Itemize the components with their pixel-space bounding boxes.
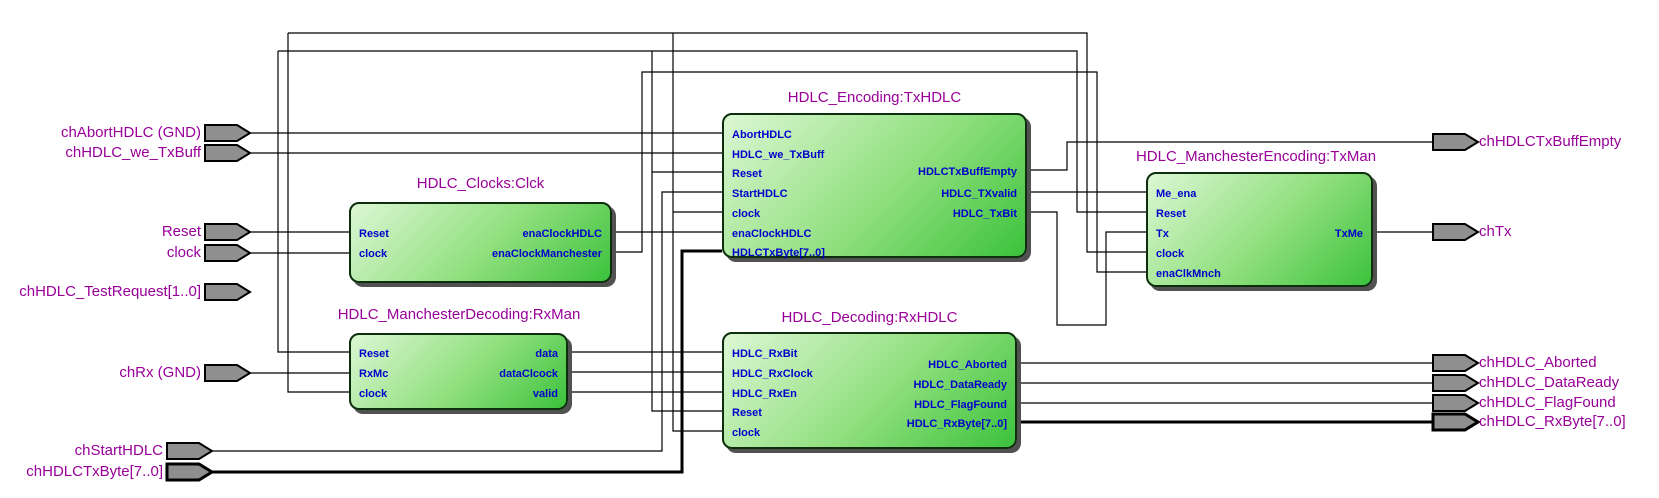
block-title-txman: HDLC_ManchesterEncoding:TxMan	[1135, 148, 1377, 165]
port-clck-clock: clock	[359, 248, 388, 260]
wire-start-hdlc[interactable]	[212, 191, 722, 452]
block-title-txhdlc: HDLC_Encoding:TxHDLC	[787, 89, 962, 106]
port-txman-reset: Reset	[1156, 208, 1186, 220]
input-pin-clock[interactable]	[204, 244, 252, 262]
port-txhdlc-txbuffempty: HDLCTxBuffEmpty	[918, 166, 1017, 178]
port-rxman-clock: clock	[359, 388, 388, 400]
output-pin-chTx[interactable]	[1432, 223, 1480, 241]
port-txman-me-ena: Me_ena	[1156, 188, 1197, 200]
input-label-clock: clock	[166, 244, 201, 261]
port-txhdlc-clock: clock	[732, 208, 761, 220]
block-rxman[interactable]: Reset RxMc clock data dataClcock valid	[349, 333, 568, 410]
output-label-chHDLC-FlagFound: chHDLC_FlagFound	[1479, 394, 1616, 411]
input-pin-chHDLCTxByte[interactable]	[165, 462, 215, 482]
port-rxman-data: data	[535, 348, 558, 360]
port-rxhdlc-dataready: HDLC_DataReady	[913, 379, 1007, 391]
port-txman-tx: Tx	[1156, 228, 1169, 240]
output-pin-chHDLCTxBuffEmpty[interactable]	[1432, 133, 1480, 151]
block-title-rxman: HDLC_ManchesterDecoding:RxMan	[337, 306, 581, 323]
input-label-chStartHDLC: chStartHDLC	[74, 442, 163, 459]
output-pin-chHDLC-Aborted[interactable]	[1432, 354, 1480, 372]
block-clck[interactable]: Reset clock enaClockHDLC enaClockManches…	[349, 202, 612, 283]
wire-reset[interactable]	[651, 51, 722, 412]
port-clck-enaclockhdlc: enaClockHDLC	[522, 228, 602, 240]
output-label-chHDLC-RxByte: chHDLC_RxByte[7..0]	[1479, 413, 1626, 430]
output-pin-chHDLC-DataReady[interactable]	[1432, 374, 1480, 392]
port-clck-enaclockmanchester: enaClockManchester	[491, 248, 602, 260]
input-pin-Reset[interactable]	[204, 223, 252, 241]
input-pin-chRx[interactable]	[204, 364, 252, 382]
port-txhdlc-enaclockhdlc: enaClockHDLC	[732, 228, 812, 240]
wire-reset[interactable]	[278, 50, 1146, 213]
wire-txbit[interactable]	[1027, 211, 1146, 326]
port-clck-reset: Reset	[359, 228, 389, 240]
port-rxman-valid: valid	[532, 388, 558, 400]
input-label-chHDLCTxByte: chHDLCTxByte[7..0]	[26, 463, 163, 480]
port-rxhdlc-rxbit: HDLC_RxBit	[732, 348, 798, 360]
port-rxman-rxmc: RxMc	[359, 368, 389, 380]
port-txhdlc-aborthdlc: AbortHDLC	[732, 129, 792, 141]
block-title-rxhdlc: HDLC_Decoding:RxHDLC	[781, 309, 958, 326]
wire-ena-clock-manchester[interactable]	[612, 71, 1146, 273]
port-txman-txme: TxMe	[1334, 228, 1363, 240]
port-txman-enaclkmnch: enaClkMnch	[1156, 268, 1221, 280]
port-rxhdlc-rxbyte: HDLC_RxByte[7..0]	[906, 418, 1007, 430]
output-label-chTx: chTx	[1479, 223, 1512, 240]
port-txhdlc-we-txbuff: HDLC_we_TxBuff	[732, 149, 825, 161]
port-txhdlc-starthdlc: StartHDLC	[732, 188, 788, 200]
block-rxhdlc[interactable]: HDLC_RxBit HDLC_RxClock HDLC_RxEn Reset …	[722, 332, 1017, 449]
port-rxhdlc-aborted: HDLC_Aborted	[928, 359, 1007, 371]
output-label-chHDLC-DataReady: chHDLC_DataReady	[1479, 374, 1620, 391]
port-rxman-reset: Reset	[359, 348, 389, 360]
wire-clock[interactable]	[287, 33, 349, 393]
output-label-chHDLCTxBuffEmpty: chHDLCTxBuffEmpty	[1479, 133, 1622, 150]
port-txhdlc-txvalid: HDLC_TXvalid	[941, 188, 1017, 200]
input-pin-chAbortHDLC[interactable]	[204, 124, 252, 142]
wire-txbuff-empty[interactable]	[1027, 141, 1433, 171]
block-title-clck: HDLC_Clocks:Clck	[416, 175, 545, 192]
input-label-Reset: Reset	[161, 223, 201, 240]
port-rxman-dataclcock: dataClcock	[499, 368, 558, 380]
port-rxhdlc-reset: Reset	[732, 407, 762, 419]
port-rxhdlc-flagfound: HDLC_FlagFound	[914, 399, 1007, 411]
input-label-chRx: chRx (GND)	[119, 364, 201, 381]
input-pin-chHDLC-we-TxBuff[interactable]	[204, 144, 252, 162]
port-txhdlc-txbit: HDLC_TxBit	[952, 208, 1017, 220]
output-pin-chHDLC-RxByte[interactable]	[1431, 412, 1481, 432]
port-txhdlc-reset: Reset	[732, 168, 762, 180]
block-txman[interactable]: Me_ena Reset Tx clock enaClkMnch TxMe	[1146, 172, 1373, 287]
output-label-chHDLC-Aborted: chHDLC_Aborted	[1479, 354, 1597, 371]
port-txman-clock: clock	[1156, 248, 1185, 260]
output-pin-chHDLC-FlagFound[interactable]	[1432, 394, 1480, 412]
input-pin-chHDLC-TestRequest[interactable]	[204, 283, 252, 301]
block-txhdlc[interactable]: AbortHDLC HDLC_we_TxBuff Reset StartHDLC…	[722, 113, 1027, 259]
port-rxhdlc-clock: clock	[732, 427, 761, 439]
port-rxhdlc-rxclock: HDLC_RxClock	[732, 368, 813, 380]
port-rxhdlc-rxen: HDLC_RxEn	[732, 388, 797, 400]
input-label-chHDLC-TestRequest: chHDLC_TestRequest[1..0]	[19, 283, 201, 300]
port-txhdlc-txbyte: HDLCTxByte[7..0]	[732, 247, 825, 259]
input-label-chAbortHDLC: chAbortHDLC (GND)	[60, 124, 201, 141]
wire-clock[interactable]	[672, 33, 722, 432]
wire-txbyte-bus[interactable]	[212, 249, 722, 474]
input-pin-chStartHDLC[interactable]	[166, 442, 214, 460]
wire-reset[interactable]	[277, 51, 349, 353]
input-label-chHDLC-we-TxBuff: chHDLC_we_TxBuff	[65, 144, 201, 161]
